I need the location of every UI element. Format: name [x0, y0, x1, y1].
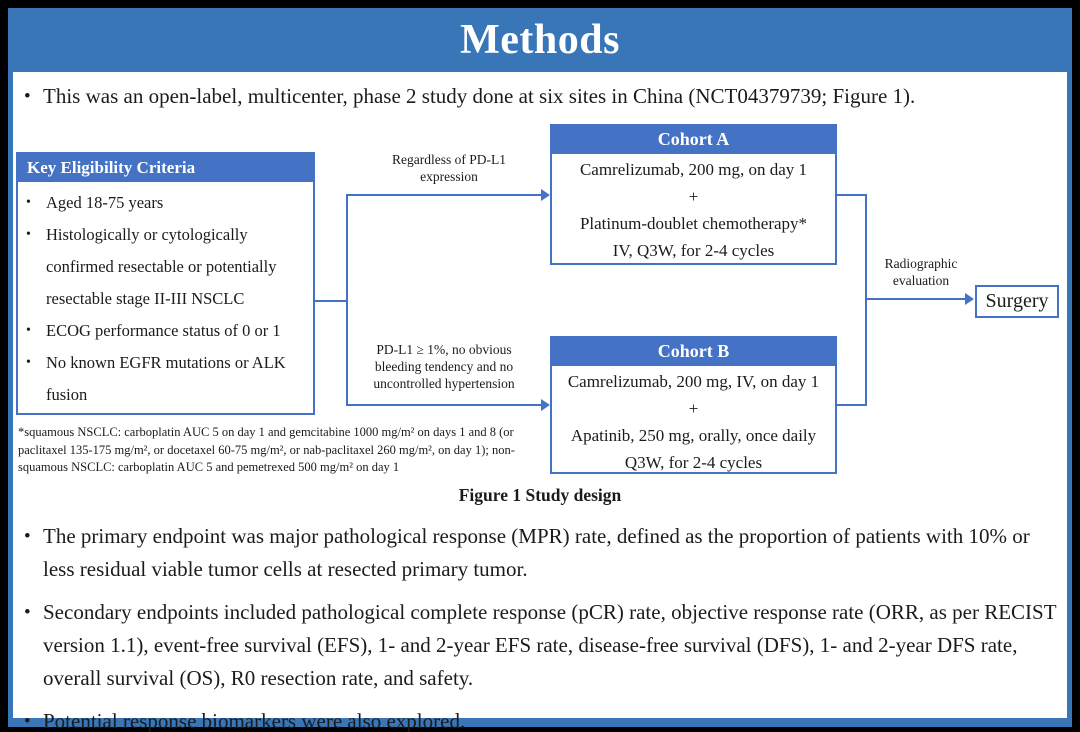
figure-caption: Figure 1 Study design	[458, 485, 622, 505]
eligibility-list: • Aged 18-75 years • Histologically or c…	[18, 182, 313, 411]
chemo-footnote: *squamous NSCLC: carboplatin AUC 5 on da…	[18, 425, 515, 474]
cohort-b-header: Cohort B	[552, 338, 835, 366]
cohort-a-box: Cohort A Camrelizumab, 200 mg, on day 1 …	[550, 124, 837, 265]
list-item: • ECOG performance status of 0 or 1	[26, 315, 308, 347]
bullet-marker: •	[26, 195, 31, 210]
list-item: • No known EGFR mutations or ALK fusion	[26, 347, 308, 411]
intro-bullet-text: This was an open-label, multicenter, pha…	[43, 84, 916, 108]
cohort-a-out-line	[837, 194, 867, 196]
connector-line	[315, 300, 347, 302]
bullet-marker: •	[26, 227, 31, 242]
bullet-marker: •	[24, 602, 31, 623]
bullet-secondary-endpoints: • Secondary endpoints included pathologi…	[24, 596, 1058, 695]
branch-top-label: Regardless of PD-L1 expression	[392, 152, 506, 184]
surgery-box: Surgery	[975, 285, 1059, 318]
list-item: • Aged 18-75 years	[26, 187, 308, 219]
eligibility-header: Key Eligibility Criteria	[18, 154, 313, 182]
page-title: Methods	[460, 17, 620, 63]
arrowhead-icon	[541, 399, 550, 411]
cohort-b-body: Camrelizumab, 200 mg, IV, on day 1 + Apa…	[567, 372, 820, 472]
bullet-marker: •	[24, 526, 31, 547]
arrowhead-icon	[965, 293, 974, 305]
bullet-marker: •	[26, 355, 31, 370]
cohort-a-body: Camrelizumab, 200 mg, on day 1 + Platinu…	[579, 160, 808, 260]
endpoint-bullets: • The primary endpoint was major patholo…	[24, 520, 1058, 732]
bullet-marker: •	[24, 711, 31, 732]
bullet-biomarkers: • Potential response biomarkers were als…	[24, 705, 1058, 732]
bullet-marker: •	[26, 323, 31, 338]
evaluation-label: Radiographic evaluation	[884, 256, 958, 288]
merge-line	[865, 194, 867, 406]
branch-split-line	[346, 194, 348, 406]
branch-bottom-line	[346, 404, 541, 406]
intro-bullet: • This was an open-label, multicenter, p…	[24, 80, 1054, 113]
surgery-label: Surgery	[985, 290, 1049, 312]
cohort-b-out-line	[837, 404, 867, 406]
arrowhead-icon	[541, 189, 550, 201]
bullet-primary-endpoint: • The primary endpoint was major patholo…	[24, 520, 1058, 586]
branch-bottom-label: PD-L1 ≥ 1%, no obvious bleeding tendency…	[373, 342, 515, 391]
list-item: • Histologically or cytologically confir…	[26, 219, 308, 315]
branch-top-line	[346, 194, 541, 196]
cohort-b-box: Cohort B Camrelizumab, 200 mg, IV, on da…	[550, 336, 837, 474]
title-bar: Methods	[8, 8, 1072, 72]
cohort-a-header: Cohort A	[552, 126, 835, 154]
eligibility-box: Key Eligibility Criteria • Aged 18-75 ye…	[16, 152, 315, 415]
bullet-marker: •	[24, 86, 31, 107]
surgery-arrow-line	[865, 298, 966, 300]
